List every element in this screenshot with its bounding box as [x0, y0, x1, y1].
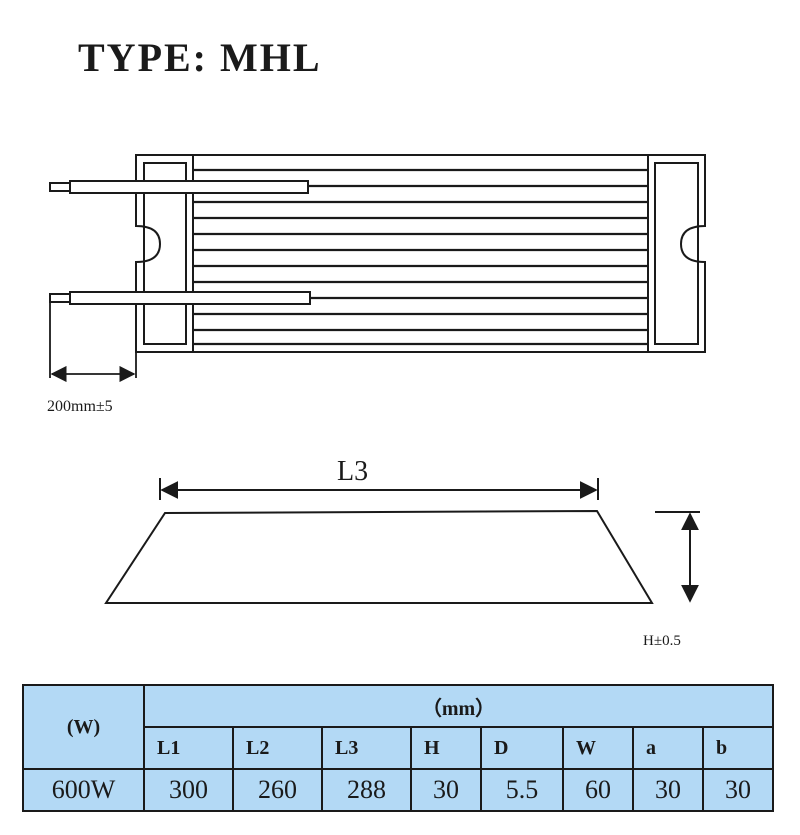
col-header-l3: L3 — [321, 726, 412, 770]
power-value: 600W — [22, 768, 145, 812]
left-bracket — [135, 154, 194, 353]
value-l1: 300 — [143, 768, 234, 812]
right-bracket — [647, 154, 706, 353]
col-header-a: a — [632, 726, 704, 770]
l3-label: L3 — [337, 456, 368, 487]
lead-length-label: 200mm±5 — [47, 398, 113, 415]
side-profile — [104, 509, 654, 604]
top-view — [135, 154, 706, 353]
table-column-row: L1 L2 L3 H D W a b — [23, 726, 774, 770]
value-l3: 288 — [321, 768, 412, 812]
unit-header: （mm） — [143, 684, 774, 728]
value-b: 30 — [702, 768, 774, 812]
spec-table: (W) （mm） L1 L2 L3 H D W a b 600W 300 260… — [22, 684, 774, 812]
page-title: TYPE: MHL — [78, 35, 322, 80]
power-header: (W) — [22, 684, 145, 770]
cooling-fins — [193, 168, 648, 346]
value-a: 30 — [632, 768, 704, 812]
table-row: 600W 300 260 288 30 5.5 60 30 30 — [22, 768, 774, 812]
height-tolerance-label: H±0.5 — [643, 633, 681, 649]
table-header-row: (W) （mm） — [22, 684, 774, 770]
right-bracket-slot — [654, 162, 699, 345]
side-view — [104, 478, 700, 604]
lead-wires — [49, 180, 311, 305]
value-d: 5.5 — [480, 768, 564, 812]
lead-wire-bottom — [69, 291, 311, 305]
lead-wire-top — [69, 180, 309, 194]
value-h: 30 — [410, 768, 482, 812]
col-header-d: D — [480, 726, 564, 770]
col-header-h: H — [410, 726, 482, 770]
value-w: 60 — [562, 768, 634, 812]
value-l2: 260 — [232, 768, 323, 812]
col-header-b: b — [702, 726, 774, 770]
col-header-l2: L2 — [232, 726, 323, 770]
technical-drawing: 200mm±5 L3 H±0.5 — [47, 154, 706, 649]
col-header-l1: L1 — [143, 726, 234, 770]
col-header-w: W — [562, 726, 634, 770]
lead-length-dimension — [49, 298, 137, 383]
resistor-body — [192, 154, 649, 353]
left-bracket-slot — [143, 162, 187, 345]
